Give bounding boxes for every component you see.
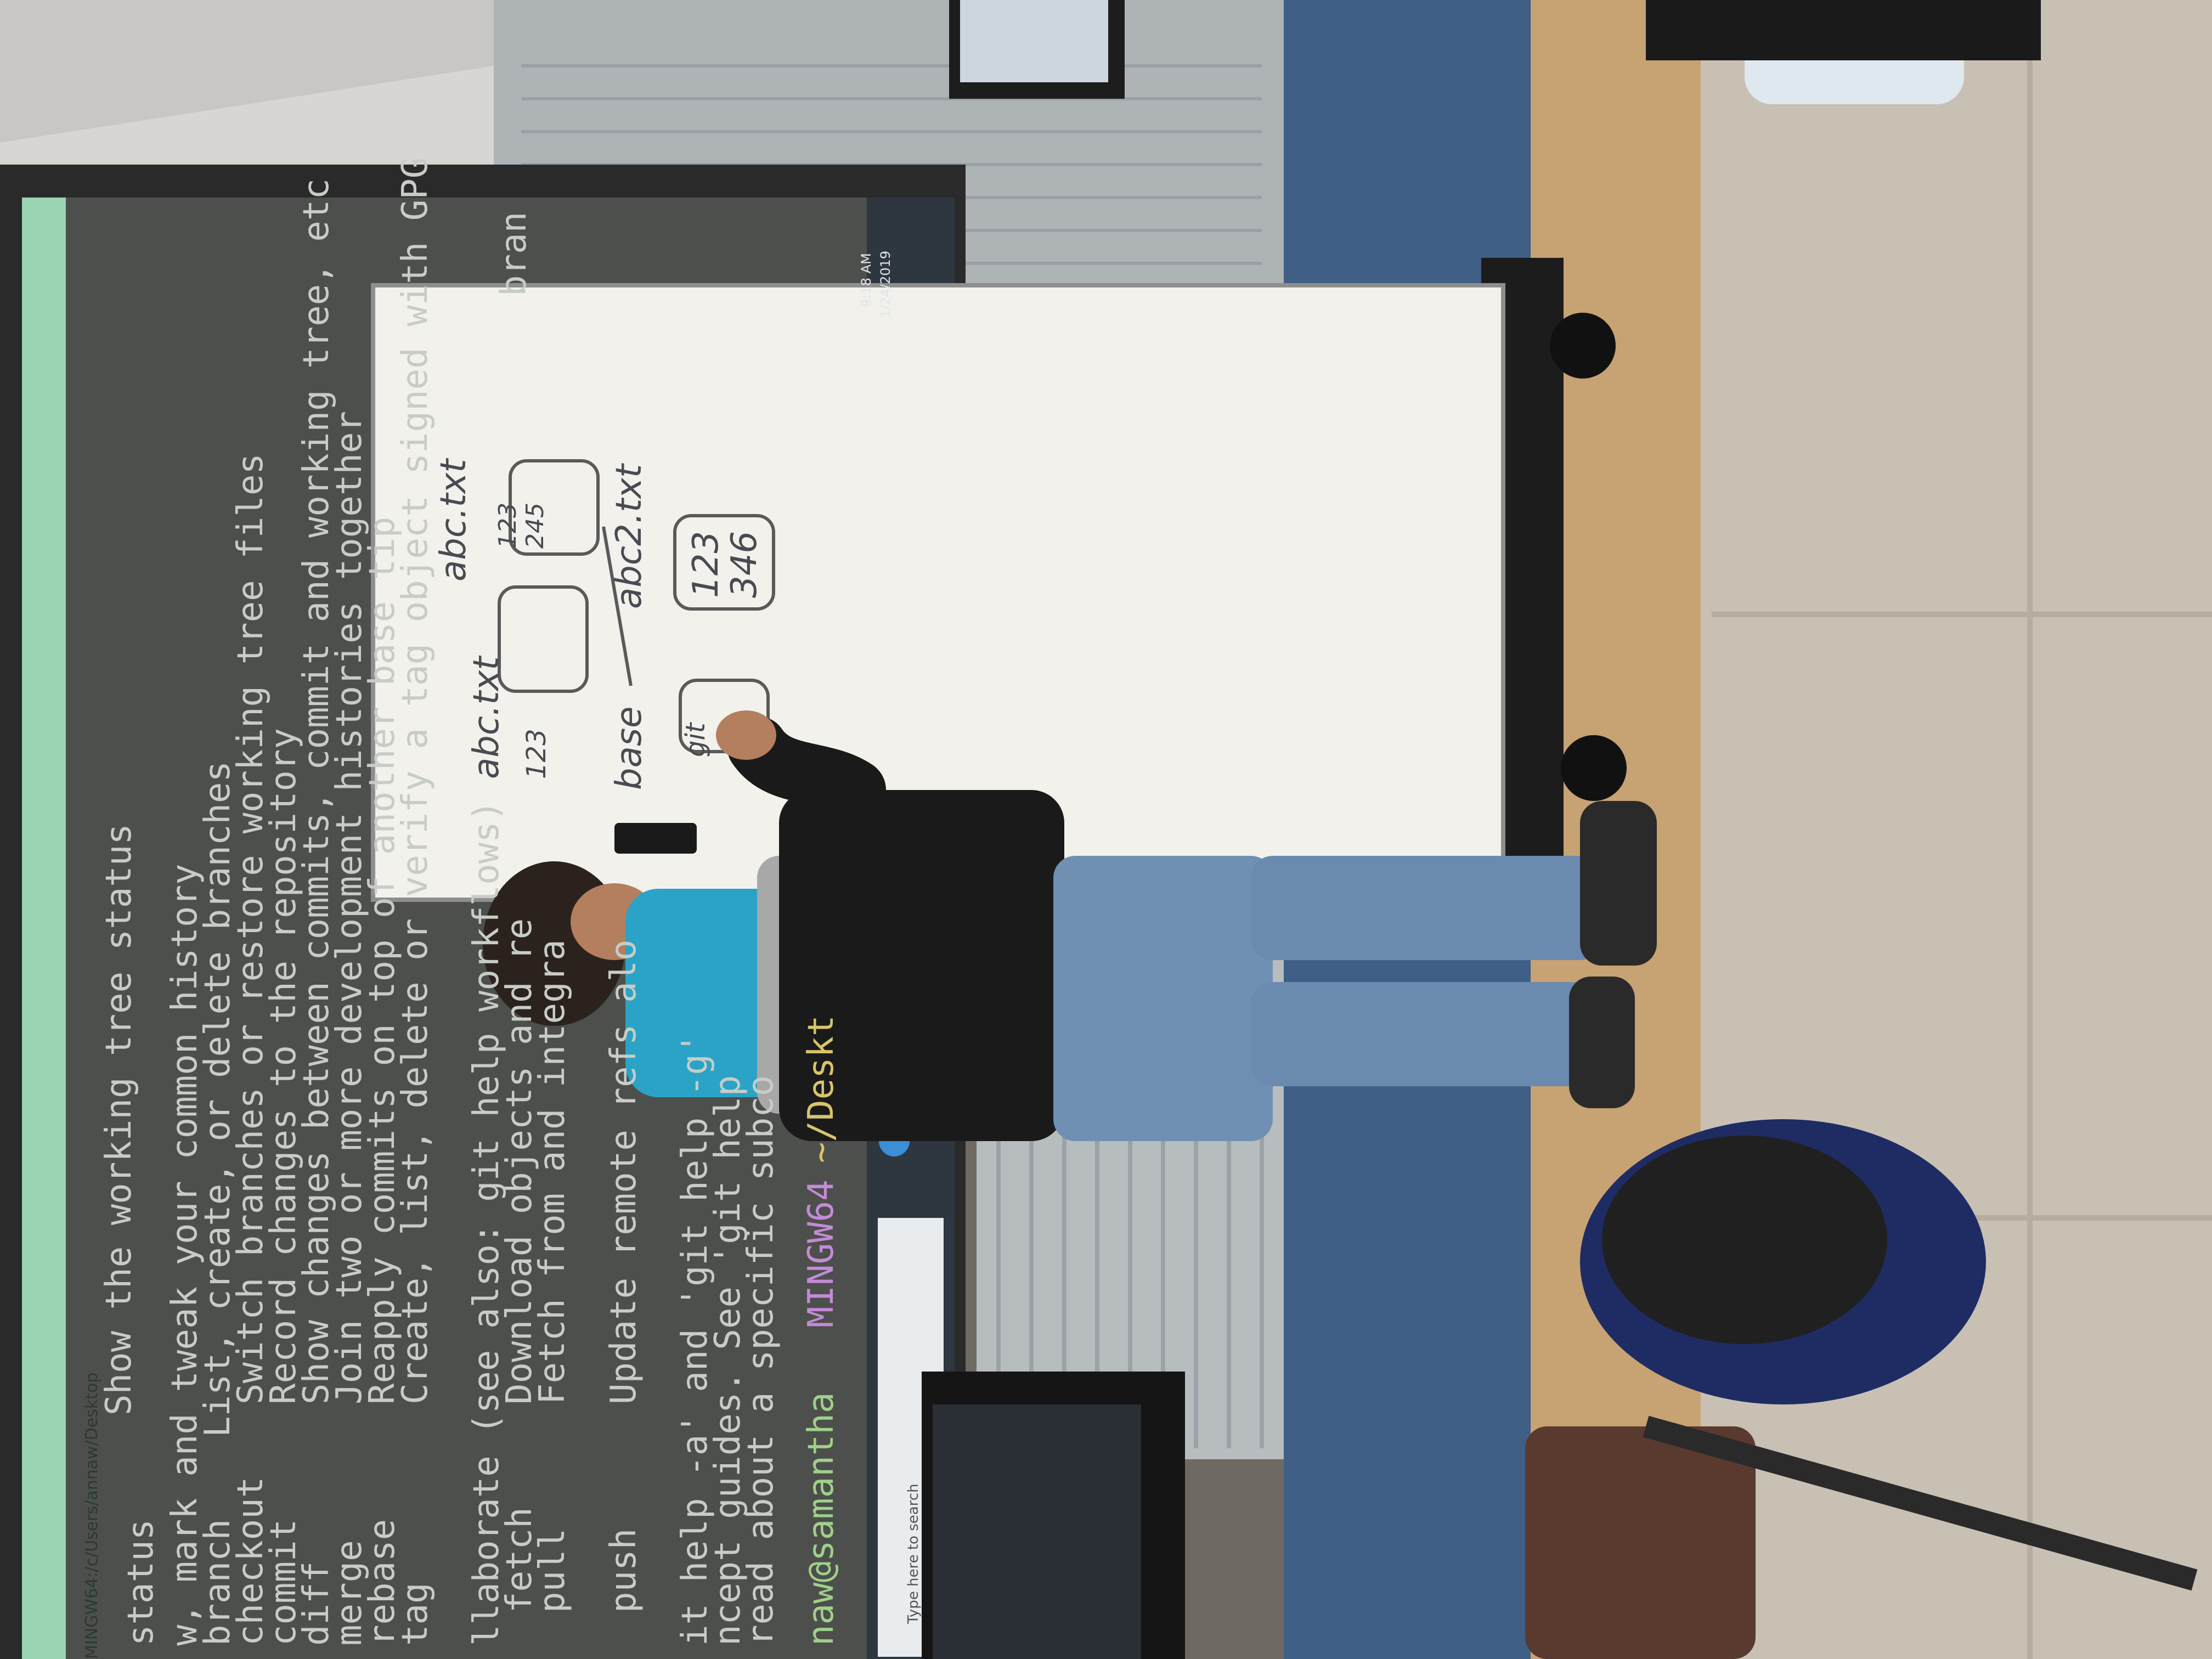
whiteboard-note: 123 bbox=[521, 729, 552, 779]
bag-top-right bbox=[1646, 0, 2041, 60]
whiteboard-note: abc.txt bbox=[433, 459, 474, 582]
command-name: tag bbox=[395, 1582, 436, 1646]
terminal-title-bar bbox=[22, 198, 66, 1659]
person-arm bbox=[727, 716, 886, 820]
whiteboard-wheel-bottom bbox=[1561, 735, 1627, 801]
help-footer-line: read about a specific subco bbox=[741, 1075, 781, 1646]
whiteboard-note: abc2.txt bbox=[609, 464, 650, 609]
drawn-box-2 bbox=[509, 459, 600, 556]
person-hand bbox=[716, 710, 776, 760]
person-hoodie-black bbox=[779, 790, 1064, 1141]
prompt-user: naw@samantha bbox=[801, 1392, 842, 1646]
whiteboard-eraser bbox=[614, 823, 697, 854]
command-description: Fetch from and integra bbox=[532, 939, 573, 1404]
person-shoe2 bbox=[1569, 977, 1635, 1108]
command-name: push bbox=[603, 1528, 644, 1613]
command-name: pull bbox=[532, 1528, 573, 1613]
prompt-host: MINGW64 bbox=[801, 1180, 842, 1328]
whiteboard-note: git bbox=[680, 723, 711, 757]
prompt-path: ~/Deskt bbox=[801, 1015, 842, 1163]
status-command: status bbox=[121, 1519, 161, 1646]
whiteboard-note: 123 bbox=[686, 531, 726, 598]
desk-monitor-screen bbox=[933, 1404, 1141, 1659]
whiteboard-note: abc.txt bbox=[466, 656, 507, 779]
chair-seat bbox=[1525, 1426, 1756, 1659]
command-description: Create, list, delete or verify a tag obj… bbox=[395, 157, 436, 1404]
person-jeans-upper bbox=[1053, 856, 1273, 1141]
whiteboard-note: 245 bbox=[521, 503, 549, 549]
person-jeans-leg2 bbox=[1251, 982, 1602, 1086]
top-monitor-screen bbox=[960, 0, 1108, 82]
whiteboard-note: 123 bbox=[494, 503, 522, 549]
taskbar-search-placeholder[interactable]: Type here to search bbox=[905, 1483, 922, 1624]
backpack-panel bbox=[1602, 1136, 1887, 1344]
drawn-box-3 bbox=[673, 514, 775, 611]
clock-date: 1/24/2019 bbox=[878, 250, 893, 318]
whiteboard-note: base bbox=[609, 706, 650, 790]
chair-leg bbox=[1643, 1415, 2198, 1591]
command-description: Update remote refs alo bbox=[603, 939, 644, 1404]
drawn-box-1 bbox=[498, 585, 589, 693]
drawn-arrow bbox=[602, 526, 633, 686]
person-shoe1 bbox=[1580, 801, 1657, 966]
whiteboard-wheel-top bbox=[1550, 313, 1616, 379]
status-description: Show the working tree status bbox=[99, 823, 139, 1415]
terminal-word-bran: bran bbox=[494, 211, 534, 296]
clock-time: 9:18 AM bbox=[859, 253, 874, 307]
carpet-floor bbox=[1701, 0, 2212, 1659]
ceiling-shadow bbox=[0, 0, 494, 143]
person-jeans-leg1 bbox=[1251, 856, 1602, 960]
whiteboard-note: 346 bbox=[724, 531, 765, 598]
